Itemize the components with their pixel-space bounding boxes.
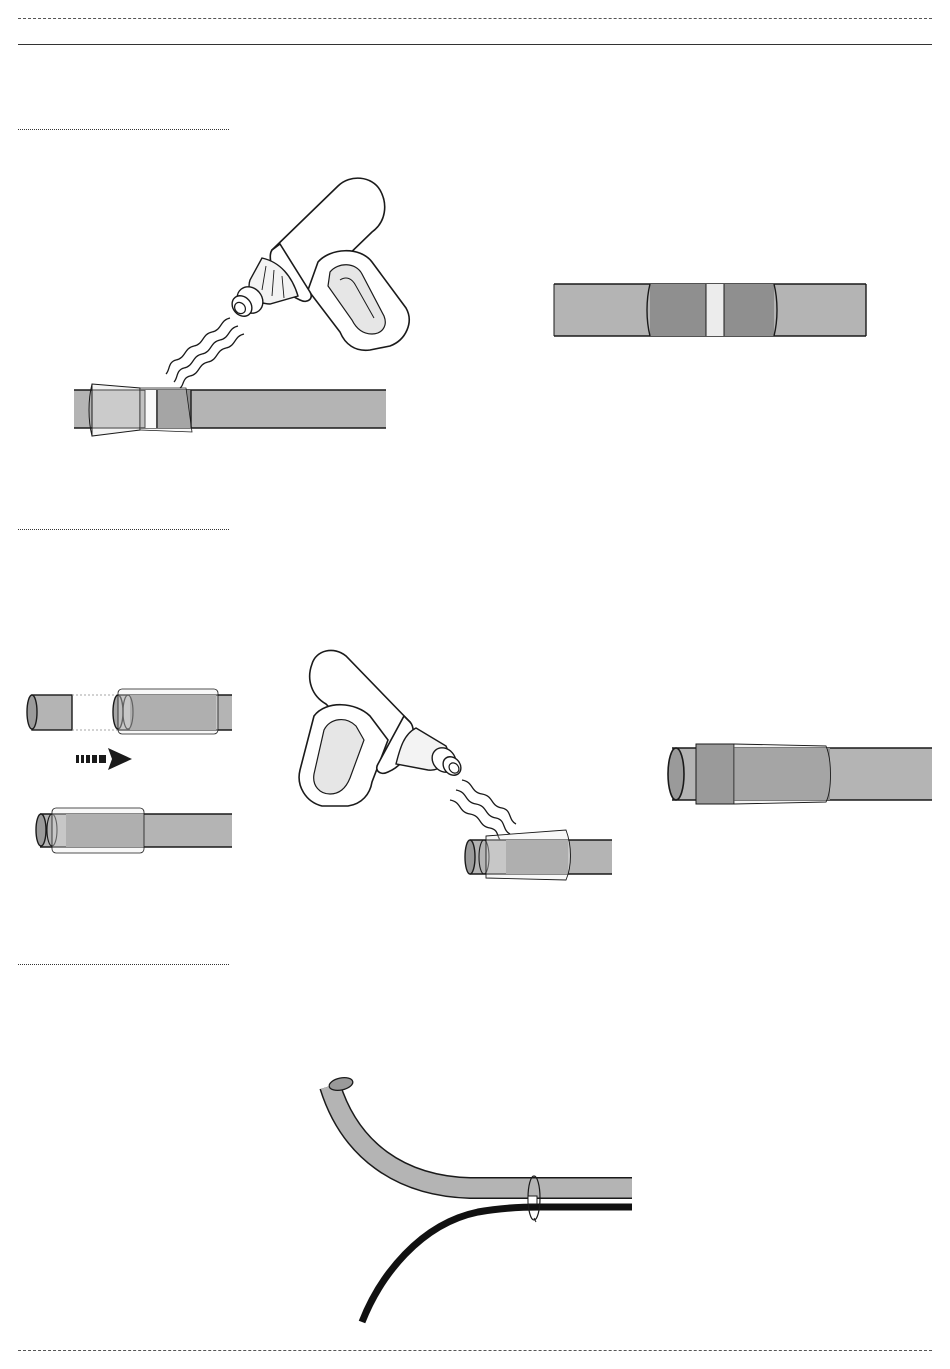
step-1-finished-joint: [554, 284, 866, 336]
step-1-heat-gun-illustration: [74, 178, 409, 436]
step-2-heat-gun-illustration: [299, 650, 612, 880]
heat-gun-icon: [228, 178, 409, 350]
heat-waves-icon: [166, 318, 244, 388]
heat-gun-icon: [299, 650, 464, 806]
tube-with-shrink-sleeve: [74, 384, 386, 436]
step-3-cable-routing-illustration: [328, 1076, 632, 1322]
arrow-right-icon: [76, 748, 132, 770]
step-2-slide-sleeve-illustration: [27, 689, 232, 853]
heat-waves-icon: [450, 780, 516, 842]
step-2-finished-end-cap: [668, 744, 932, 804]
